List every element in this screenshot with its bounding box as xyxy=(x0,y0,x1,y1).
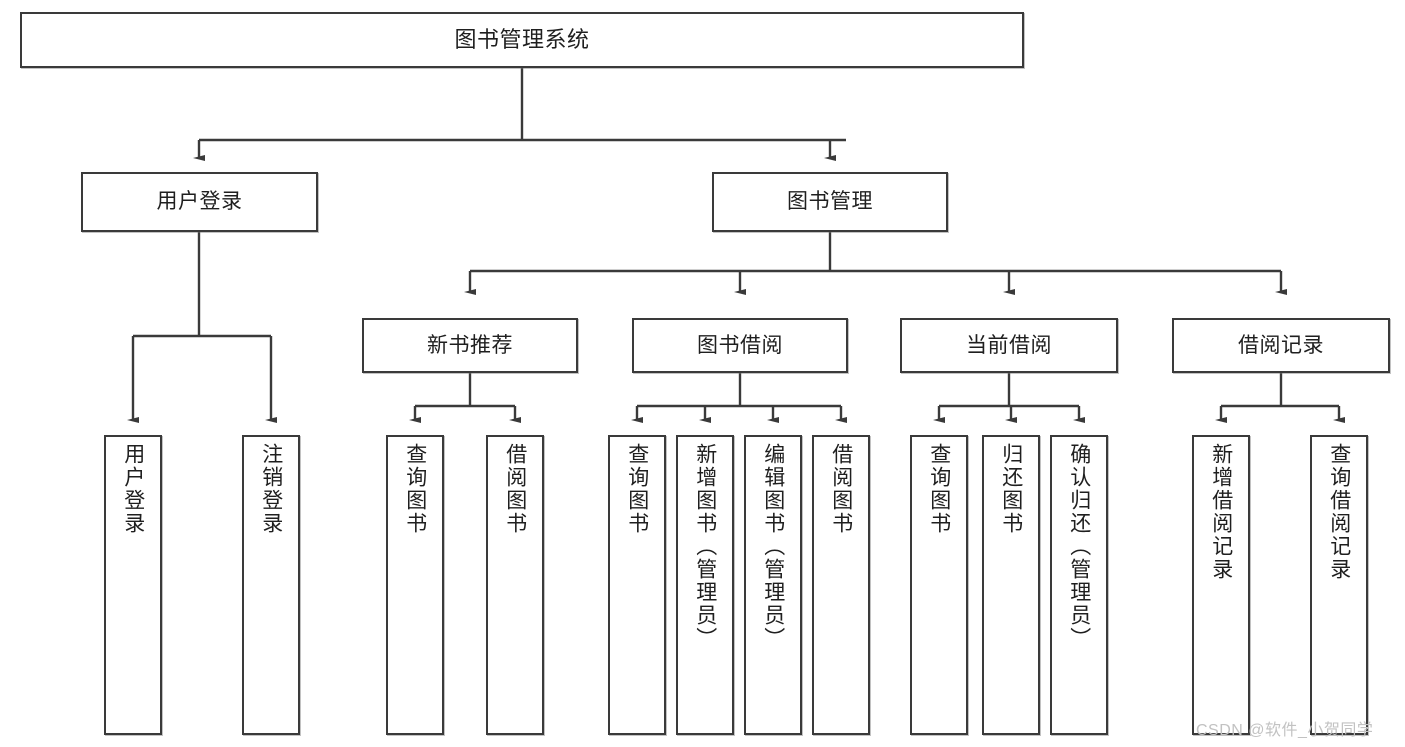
node-root-label: 图书管理系统 xyxy=(454,26,590,52)
leaf-edit-book-admin-label: 编辑图书（管理员） xyxy=(761,443,785,650)
leaf-borrow-book-1[interactable]: 借阅图书 xyxy=(486,435,544,735)
leaf-borrow-book-2[interactable]: 借阅图书 xyxy=(812,435,870,735)
leaf-query-borrow-record[interactable]: 查询借阅记录 xyxy=(1310,435,1368,735)
leaf-user-login-label: 用户登录 xyxy=(121,443,145,535)
node-book-borrow-label: 图书借阅 xyxy=(697,333,783,357)
leaf-add-borrow-record-label: 新增借阅记录 xyxy=(1209,443,1233,581)
leaf-return-book[interactable]: 归还图书 xyxy=(982,435,1040,735)
node-book-borrow[interactable]: 图书借阅 xyxy=(632,318,848,373)
leaf-confirm-return-admin[interactable]: 确认归还（管理员） xyxy=(1050,435,1108,735)
node-new-book-recommend[interactable]: 新书推荐 xyxy=(362,318,578,373)
node-borrow-record-label: 借阅记录 xyxy=(1238,333,1324,357)
leaf-query-book-1-label: 查询图书 xyxy=(403,443,427,535)
leaf-query-book-2[interactable]: 查询图书 xyxy=(608,435,666,735)
leaf-borrow-book-2-label: 借阅图书 xyxy=(829,443,853,535)
leaf-add-book-admin-label: 新增图书（管理员） xyxy=(693,443,717,650)
csdn-watermark: CSDN @软件_小贺同学 xyxy=(1196,722,1374,739)
node-new-book-recommend-label: 新书推荐 xyxy=(427,333,513,357)
node-book-manage-label: 图书管理 xyxy=(787,190,873,214)
leaf-confirm-return-admin-label: 确认归还（管理员） xyxy=(1067,443,1091,650)
node-borrow-record[interactable]: 借阅记录 xyxy=(1172,318,1390,373)
node-user-login[interactable]: 用户登录 xyxy=(81,172,318,232)
leaf-user-logout-label: 注销登录 xyxy=(259,443,283,535)
leaf-user-login[interactable]: 用户登录 xyxy=(104,435,162,735)
leaf-query-book-2-label: 查询图书 xyxy=(625,443,649,535)
node-book-manage[interactable]: 图书管理 xyxy=(712,172,948,232)
leaf-edit-book-admin[interactable]: 编辑图书（管理员） xyxy=(744,435,802,735)
leaf-return-book-label: 归还图书 xyxy=(999,443,1023,535)
leaf-user-logout[interactable]: 注销登录 xyxy=(242,435,300,735)
leaf-query-book-3[interactable]: 查询图书 xyxy=(910,435,968,735)
leaf-add-book-admin[interactable]: 新增图书（管理员） xyxy=(676,435,734,735)
leaf-add-borrow-record[interactable]: 新增借阅记录 xyxy=(1192,435,1250,735)
leaf-query-book-3-label: 查询图书 xyxy=(927,443,951,535)
leaf-query-book-1[interactable]: 查询图书 xyxy=(386,435,444,735)
leaf-query-borrow-record-label: 查询借阅记录 xyxy=(1327,443,1351,581)
node-root[interactable]: 图书管理系统 xyxy=(20,12,1024,68)
leaf-borrow-book-1-label: 借阅图书 xyxy=(503,443,527,535)
node-current-borrow[interactable]: 当前借阅 xyxy=(900,318,1118,373)
node-user-login-label: 用户登录 xyxy=(156,190,243,214)
node-current-borrow-label: 当前借阅 xyxy=(966,333,1052,357)
